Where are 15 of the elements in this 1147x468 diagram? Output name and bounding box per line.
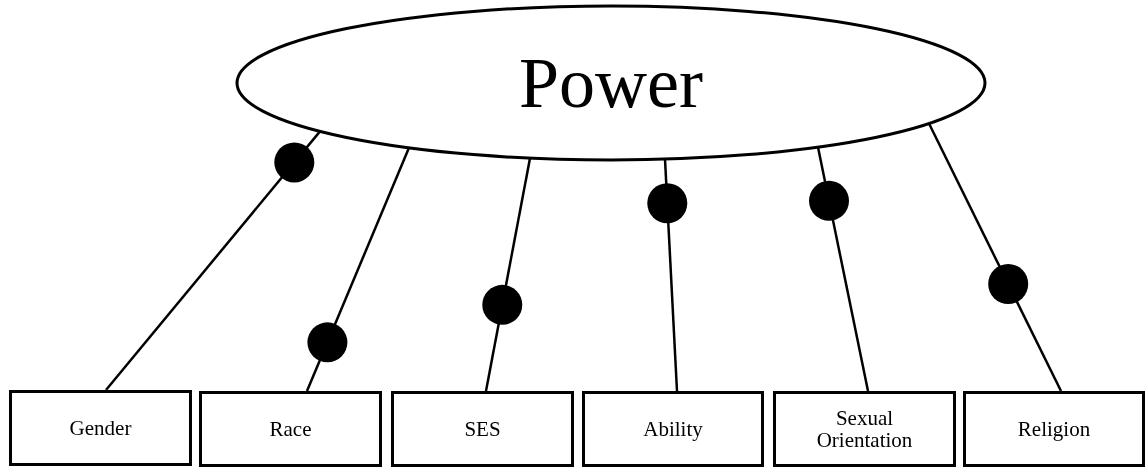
category-box xyxy=(582,391,764,467)
connector-line xyxy=(927,122,1063,392)
category-box xyxy=(199,391,382,467)
category-box xyxy=(391,391,574,467)
category-box xyxy=(963,391,1145,467)
node-label: Gender xyxy=(68,416,133,439)
node-label: SES xyxy=(463,417,502,440)
category-box xyxy=(9,390,192,466)
node-label: Sexual Orientation xyxy=(815,406,914,452)
node-label: Race xyxy=(268,417,313,440)
category-box xyxy=(773,391,956,467)
node-label: Religion xyxy=(1016,417,1092,440)
node-label: Ability xyxy=(642,417,704,440)
power-ellipse xyxy=(235,4,987,162)
node-label: Power xyxy=(519,47,703,119)
